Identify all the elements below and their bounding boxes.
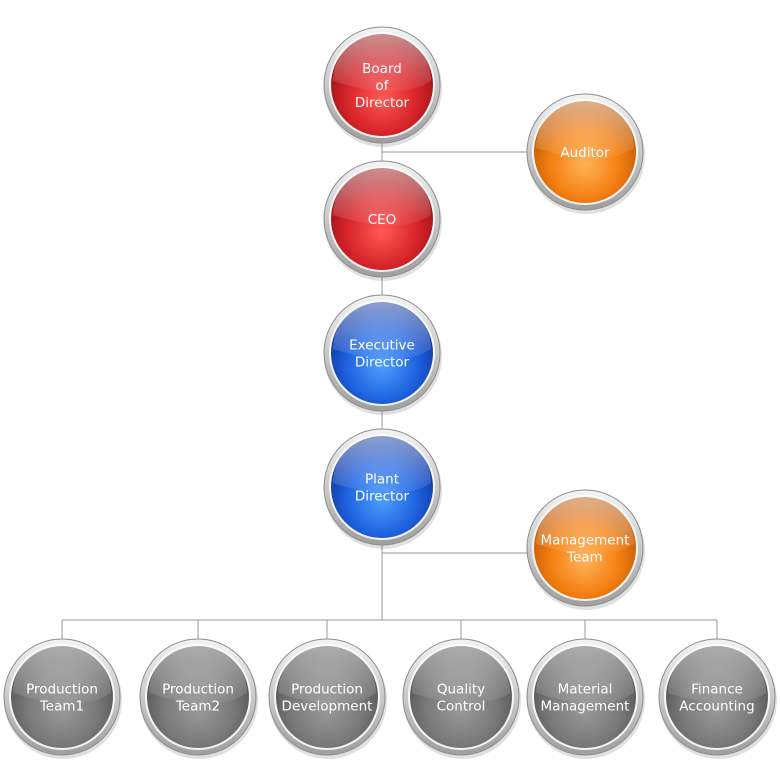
node-executive-director-gloss [333,300,431,360]
node-production-development-gloss [278,644,376,704]
node-production-development-label-line: Production [291,682,363,698]
node-finance-accounting-label-line: Accounting [679,699,754,715]
node-quality-control-label-line: Control [437,699,486,715]
node-finance-accounting-gloss [668,644,766,704]
node-ceo-label-line: CEO [368,212,397,228]
node-production-team1-label-line: Production [26,682,98,698]
node-quality-control-label-line: Quality [437,682,485,698]
node-plant-director-label-line: Director [355,489,410,505]
node-ceo-label: CEO [368,212,397,228]
node-executive-director-label-line: Director [355,355,410,371]
node-management-team-label-line: Team [566,550,603,566]
connectors [61,140,718,640]
node-management-team-gloss [536,495,634,555]
node-board-label-line: of [375,78,389,94]
node-auditor-gloss [536,99,634,159]
node-board-gloss [333,32,431,92]
node-material-management-label-line: Management [541,699,630,715]
node-board-label-line: Director [355,95,410,111]
node-board-label-line: Board [362,61,402,77]
node-ceo: CEO [323,160,442,281]
node-production-development-label-line: Development [282,699,373,715]
node-production-team2-label-line: Team2 [175,699,220,715]
node-auditor-label: Auditor [560,145,610,161]
node-ceo-gloss [333,166,431,226]
node-finance-accounting-label-line: Finance [691,682,743,698]
node-plant-director-label-line: Plant [365,472,399,488]
node-auditor: Auditor [526,93,645,214]
node-production-team1-label-line: Team1 [39,699,84,715]
node-management-team-label-line: Management [541,533,630,549]
node-production-team1-gloss [13,644,111,704]
node-production-team2-label-line: Production [162,682,234,698]
node-material-management-label-line: Material [558,682,613,698]
node-material-management-gloss [536,644,634,704]
node-executive-director-label-line: Executive [349,338,415,354]
node-quality-control-gloss [412,644,510,704]
node-plant-director-gloss [333,434,431,494]
node-production-team2-gloss [149,644,247,704]
node-auditor-label-line: Auditor [560,145,610,161]
